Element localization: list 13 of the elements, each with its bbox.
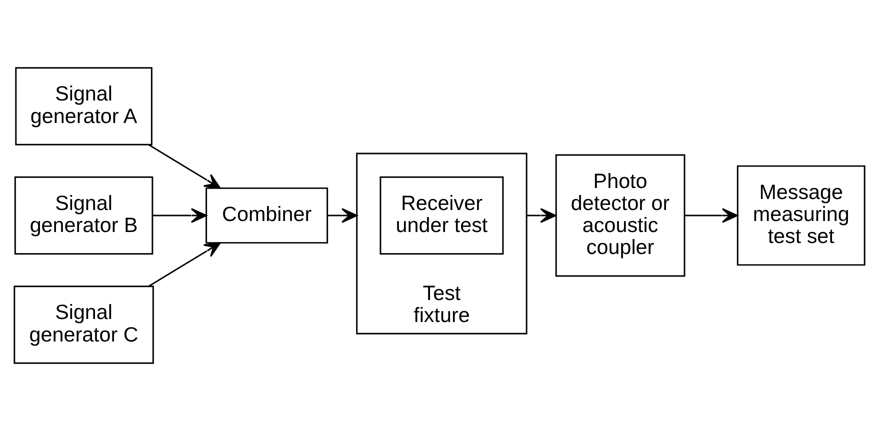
arrow	[684, 208, 738, 222]
node-box: Message measuring test set	[736, 164, 866, 266]
node-box: Signal generator B	[14, 176, 154, 254]
arrow	[327, 208, 358, 222]
node-box: Signal generator A	[15, 66, 152, 145]
node-box: Photo detector or acoustic coupler	[555, 154, 686, 276]
arrow	[526, 208, 556, 222]
node-box: Receiver under test	[380, 176, 504, 254]
arrow	[148, 144, 221, 188]
node-box: Signal generator C	[14, 285, 154, 364]
arrow	[148, 242, 221, 286]
arrow	[152, 208, 207, 222]
node-box: Combiner	[206, 186, 328, 244]
